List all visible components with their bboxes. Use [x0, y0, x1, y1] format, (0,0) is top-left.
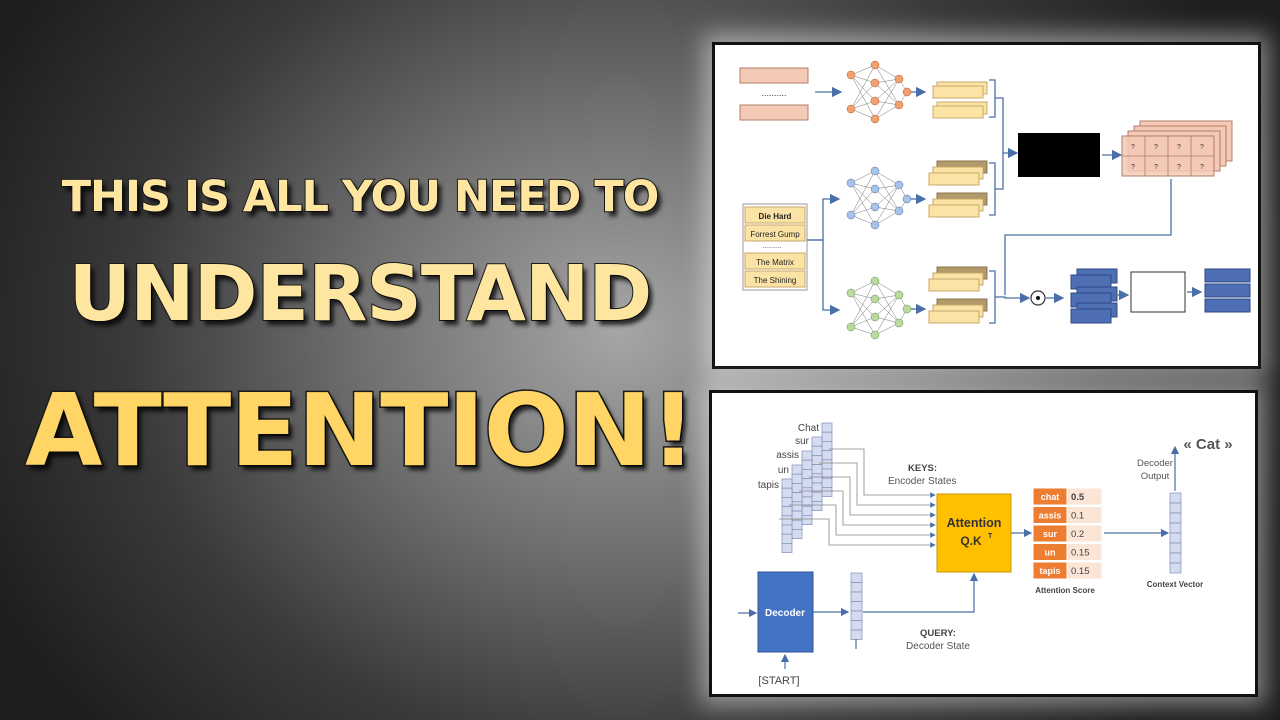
- final-output-stack: [1204, 268, 1251, 313]
- svg-text:?: ?: [1131, 144, 1135, 151]
- neural-network-bottom: [846, 276, 912, 340]
- context-vector: [1169, 492, 1182, 574]
- svg-text:?: ?: [1177, 144, 1181, 151]
- neural-network-top: [846, 60, 912, 124]
- encoder-vectors: [781, 422, 833, 553]
- encoder-vector: [821, 422, 833, 497]
- question-matrix-stack: ? ? ? ? ? ? ? ?: [1121, 120, 1233, 177]
- movie-label: Forrest Gump: [750, 230, 800, 239]
- score-value: 0.1: [1071, 511, 1084, 522]
- encoder-vector: [801, 450, 813, 525]
- score-value: 0.15: [1071, 548, 1090, 559]
- score-row: assis 0.1: [1032, 506, 1103, 524]
- decoder-state-vector: [850, 572, 863, 640]
- attention-box: [936, 493, 1012, 573]
- context-vector-cells: [1169, 492, 1182, 574]
- encoder-vector: [811, 436, 823, 511]
- movie-label: The Matrix: [756, 258, 794, 267]
- encoder-word: sur: [795, 436, 810, 447]
- headline-line-2: UNDERSTAND: [68, 249, 654, 340]
- embedding-stack-bottom: ..........: [928, 266, 988, 324]
- encoder-words: Chat sur assis un tapis: [758, 423, 819, 491]
- attention-superscript: T: [988, 533, 993, 540]
- attention-diagram: Chat sur assis un tapis KEYS: Encoder St…: [738, 422, 1233, 687]
- svg-text:?: ?: [1154, 144, 1158, 151]
- decoder-box: [757, 571, 814, 653]
- keys-title: KEYS:: [908, 463, 937, 474]
- svg-text:?: ?: [1131, 164, 1135, 171]
- score-word: assis: [1039, 511, 1062, 521]
- input-box: [739, 104, 809, 121]
- score-row: tapis 0.15: [1032, 561, 1103, 580]
- top-diagram: .......... .......... Die Hard Forrest G…: [739, 60, 1251, 340]
- encoder-word: tapis: [758, 480, 779, 491]
- encoder-word: un: [778, 465, 789, 476]
- svg-text:..........: ..........: [762, 243, 782, 250]
- encoder-vector: [781, 478, 793, 553]
- score-value: 0.5: [1071, 492, 1085, 503]
- attention-formula: Q.K: [960, 534, 982, 548]
- neural-network-middle: [846, 166, 912, 230]
- input-box: [739, 67, 809, 84]
- score-word: chat: [1041, 492, 1060, 502]
- encoder-vector: [791, 464, 803, 539]
- start-token: [START]: [758, 675, 799, 687]
- score-value: 0.15: [1071, 566, 1090, 577]
- svg-text:?: ?: [1154, 164, 1158, 171]
- keys-subtitle: Encoder States: [888, 476, 956, 487]
- white-box: [1130, 271, 1186, 313]
- black-box: [1018, 133, 1100, 177]
- context-vector-label: Context Vector: [1147, 580, 1203, 589]
- score-row: chat 0.5: [1032, 487, 1103, 506]
- ellipsis: ..........: [761, 88, 786, 98]
- query-subtitle: Decoder State: [906, 641, 970, 652]
- svg-text:?: ?: [1200, 164, 1204, 171]
- attention-title: Attention: [947, 516, 1002, 530]
- score-value: 0.2: [1071, 529, 1084, 540]
- score-word: un: [1045, 548, 1056, 558]
- movie-list: Die Hard Forrest Gump .......... The Mat…: [742, 203, 808, 291]
- score-row: sur 0.2: [1032, 524, 1103, 543]
- movie-label: The Shining: [754, 276, 797, 285]
- top-diagram-panel: .......... .......... Die Hard Forrest G…: [712, 42, 1261, 369]
- query-title: QUERY:: [920, 628, 956, 639]
- headline-line-3: ATTENTION!: [23, 371, 697, 491]
- headline-line-1: THIS IS ALL YOU NEED TO: [61, 171, 661, 223]
- embedding-stack-top: ..........: [932, 81, 988, 119]
- encoder-word: assis: [776, 450, 799, 461]
- score-word: tapis: [1039, 566, 1060, 576]
- encoder-word: Chat: [798, 423, 819, 434]
- attention-score-table: chat 0.5 assis 0.1 sur 0.2 un 0.15 tapis 0.15: [1032, 487, 1103, 580]
- decoder-state-cell-stack: [850, 572, 863, 640]
- attention-score-label: Attention Score: [1035, 586, 1095, 595]
- embedding-stack-middle: ..........: [928, 160, 988, 218]
- output-word: « Cat »: [1183, 436, 1232, 453]
- decoder-label: Decoder: [765, 608, 805, 619]
- bottom-diagram-panel: Chat sur assis un tapis KEYS: Encoder St…: [709, 390, 1258, 697]
- score-row: un 0.15: [1032, 543, 1103, 561]
- decoder-output-label: Output: [1141, 471, 1170, 482]
- score-word: sur: [1043, 529, 1058, 539]
- decoder-output-label: Decoder: [1137, 458, 1173, 469]
- svg-text:?: ?: [1177, 164, 1181, 171]
- svg-text:?: ?: [1200, 144, 1204, 151]
- output-blue-stack: [1070, 268, 1118, 324]
- movie-label: Die Hard: [759, 212, 792, 221]
